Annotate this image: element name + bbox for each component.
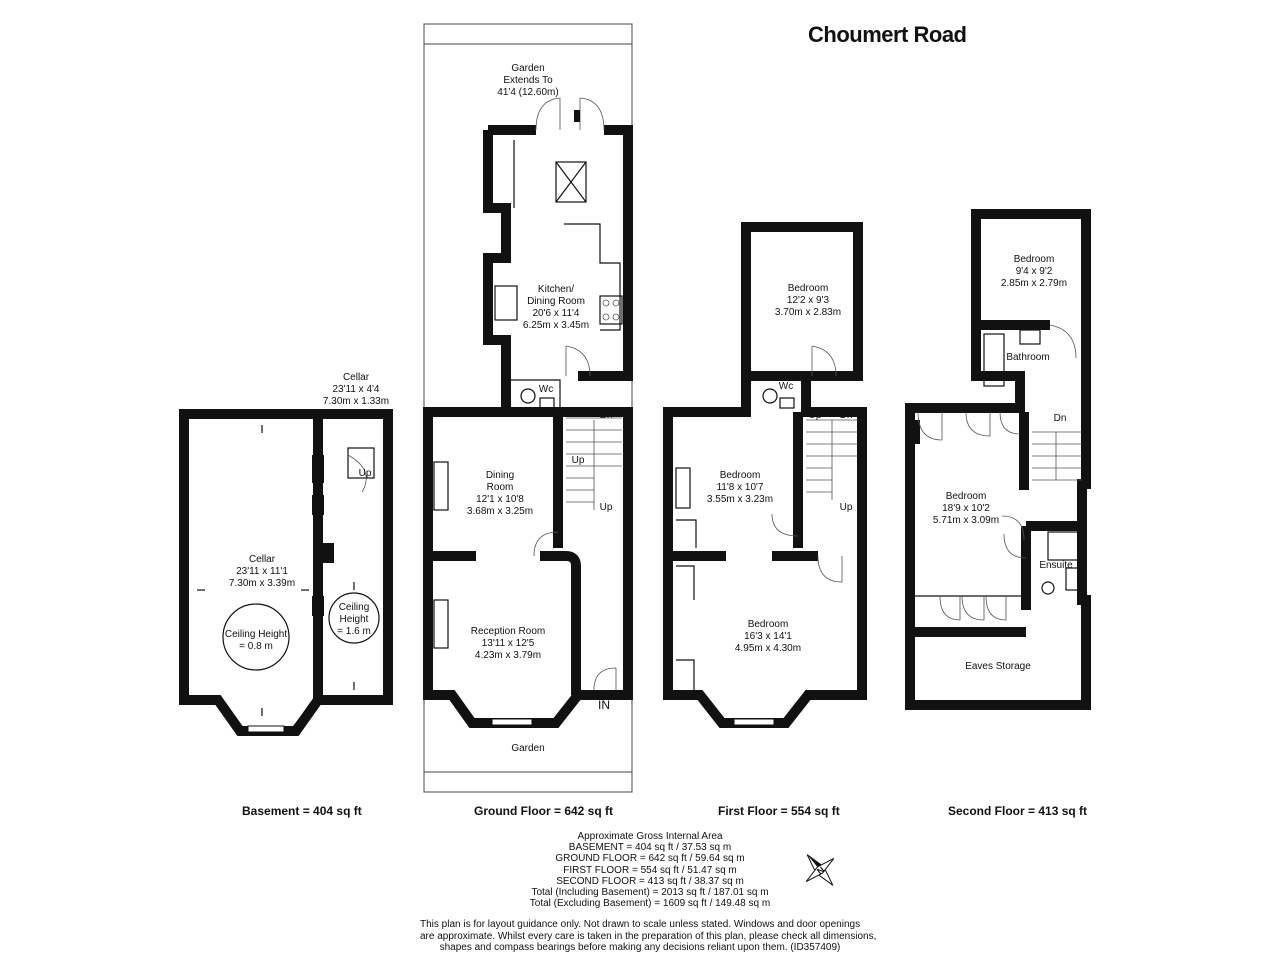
disclaimer-line: are approximate. Whilst every care is ta…: [420, 930, 877, 942]
second-floor-area-label: Second Floor = 413 sq ft: [948, 804, 1088, 818]
ground-stair-up-label-2: Up: [600, 502, 613, 513]
area-summary-line: FIRST FLOOR = 554 sq ft / 51.47 sq m: [563, 864, 737, 876]
second-stair-down-label: Dn: [1054, 413, 1067, 424]
property-title: Choumert Road: [808, 22, 967, 47]
ensuite-label: Ensuite: [1039, 560, 1073, 571]
ground-floor-area-label: Ground Floor = 642 sq ft: [474, 804, 614, 818]
first-floor-wc-label: Wc: [779, 381, 793, 392]
area-summary-line: GROUND FLOOR = 642 sq ft / 59.64 sq m: [555, 853, 745, 865]
first-stair-up-label-2: Up: [840, 502, 853, 513]
disclaimer: This plan is for layout guidance only. N…: [420, 919, 877, 954]
area-summary: Approximate Gross Internal Area BASEMENT…: [520, 831, 780, 909]
disclaimer-line: shapes and compass bearings before makin…: [439, 942, 841, 953]
area-summary-heading: Approximate Gross Internal Area: [577, 831, 723, 842]
compass-rose: N: [805, 854, 835, 886]
first-stair-down-label: Dn: [840, 410, 853, 421]
ground-stair-down-label: Dn: [600, 410, 613, 421]
first-floor-area-label: First Floor = 554 sq ft: [718, 804, 840, 818]
bathroom-label: Bathroom: [1006, 352, 1049, 363]
basement-plan: [179, 409, 393, 736]
first-stair-up-label: Up: [809, 410, 822, 421]
ground-wc-label: Wc: [539, 384, 553, 395]
ground-stair-up-label: Up: [572, 455, 585, 466]
ground-floor-plan: [423, 23, 633, 793]
area-summary-line: SECOND FLOOR = 413 sq ft / 38.37 sq m: [556, 875, 744, 887]
compass-north-label: N: [815, 865, 826, 877]
entrance-in-label: IN: [598, 698, 610, 712]
ceiling-height-08-label: Ceiling Height= 0.8 m: [225, 629, 287, 652]
area-summary-line: BASEMENT = 404 sq ft / 37.53 sq m: [568, 842, 732, 854]
eaves-storage-label: Eaves Storage: [965, 661, 1031, 672]
area-summary-line: Total (Excluding Basement) = 1609 sq ft …: [529, 898, 771, 910]
basement-stair-up-label: Up: [359, 468, 372, 479]
first-floor-plan: [663, 222, 867, 728]
second-floor-plan: [905, 209, 1091, 710]
disclaimer-line: This plan is for layout guidance only. N…: [420, 919, 861, 930]
front-garden-label: Garden: [511, 743, 544, 754]
area-summary-line: Total (Including Basement) = 2013 sq ft …: [531, 887, 769, 899]
basement-area-label: Basement = 404 sq ft: [242, 804, 362, 818]
